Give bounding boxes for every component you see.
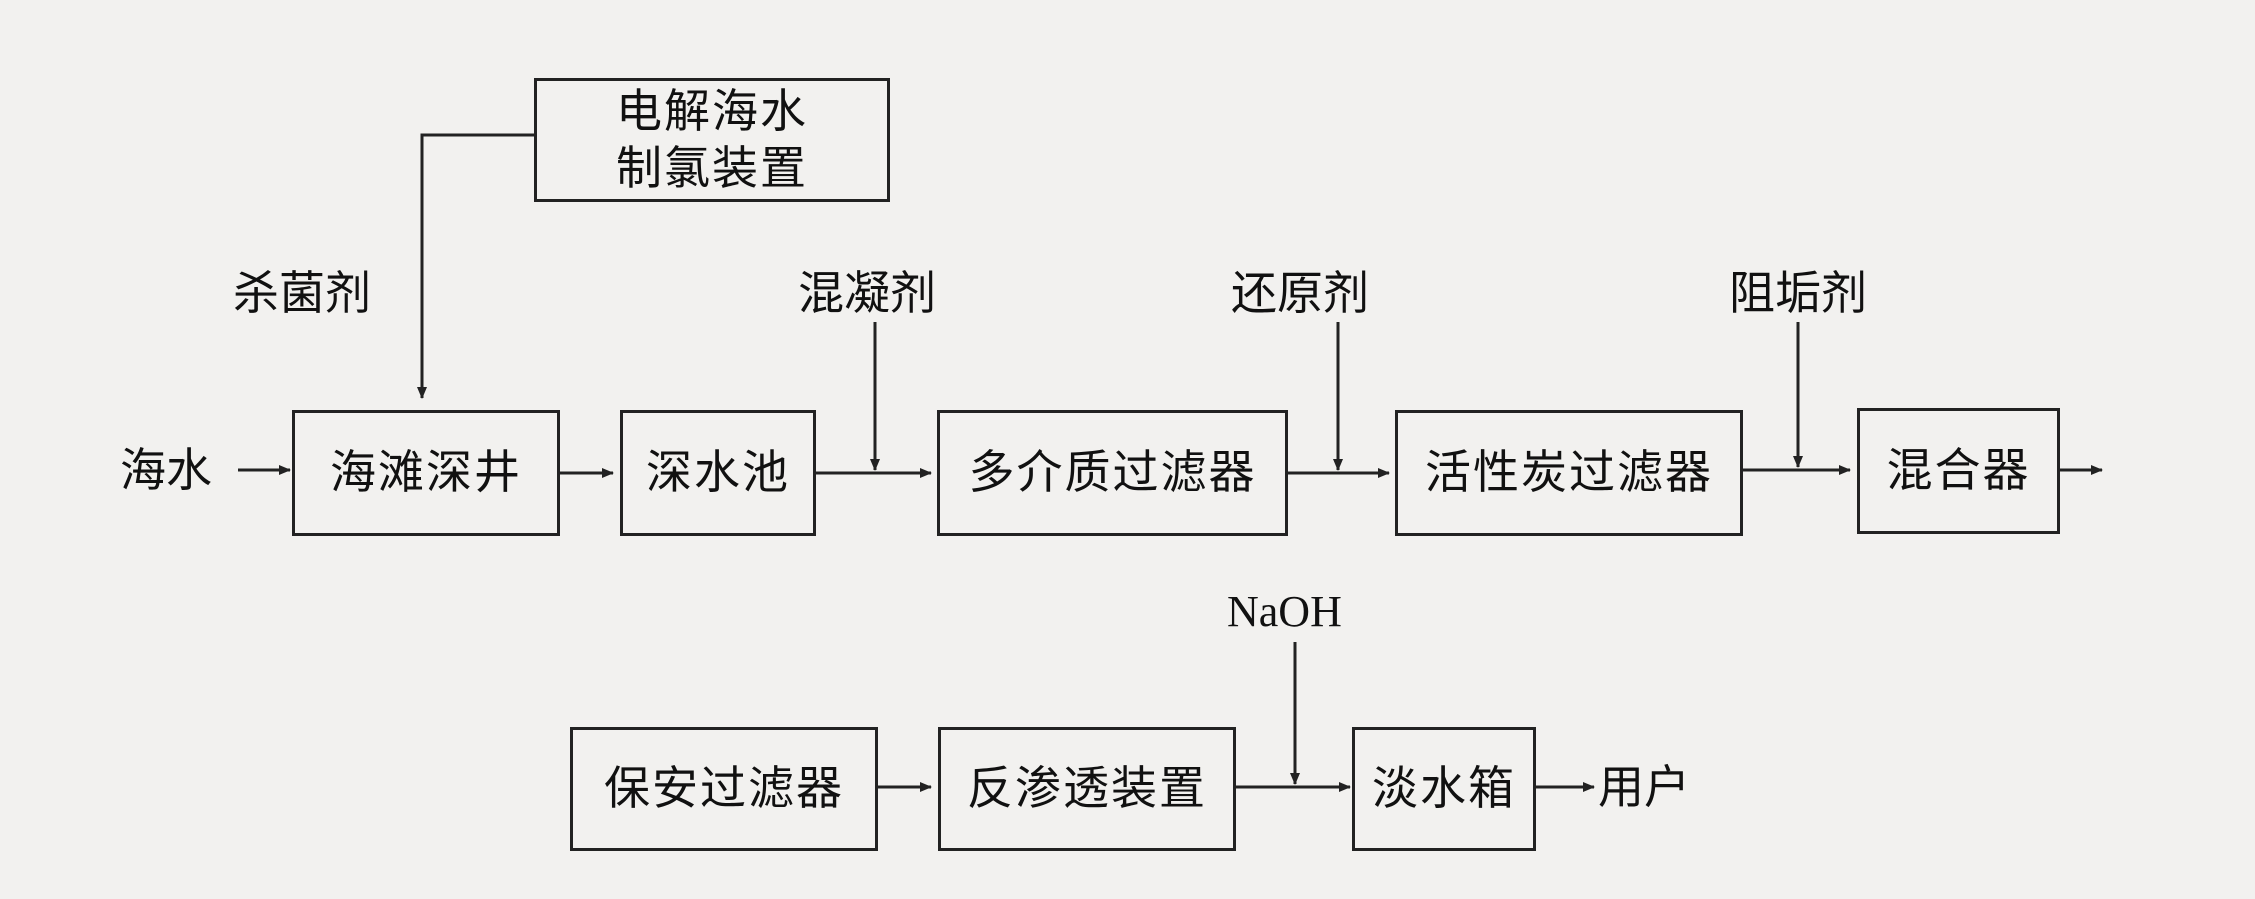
mixer-label: 混合器 (1886, 443, 2031, 498)
coagulant-label: 混凝剂 (798, 266, 936, 320)
sterilizer-label: 杀菌剂 (233, 266, 371, 320)
fresh-water-tank-label: 淡水箱 (1372, 761, 1516, 816)
electrolysis-box-line-2: 制氯装置 (616, 141, 808, 195)
activated-carbon-filter-label: 活性炭过滤器 (1425, 445, 1713, 500)
multimedia-filter-box: 多介质过滤器 (937, 410, 1288, 536)
deep-pool-label: 深水池 (646, 445, 790, 500)
reverse-osmosis-box: 反渗透装置 (938, 727, 1236, 851)
antiscalant-label: 阻垢剂 (1729, 266, 1867, 320)
security-filter-label: 保安过滤器 (604, 761, 844, 816)
naoh-label: NaOH (1227, 587, 1342, 636)
seawater-label: 海水 (120, 443, 212, 497)
reductant-label: 还原剂 (1231, 266, 1369, 320)
electrolysis-box-line-1: 电解海水 (616, 83, 808, 138)
fresh-water-tank-box: 淡水箱 (1352, 727, 1536, 851)
reverse-osmosis-label: 反渗透装置 (967, 761, 1207, 816)
electrolysis-chlorination-box: 电解海水 制氯装置 (534, 78, 890, 202)
security-filter-box: 保安过滤器 (570, 727, 878, 851)
beach-well-box: 海滩深井 (292, 410, 560, 536)
beach-well-label: 海滩深井 (330, 445, 522, 500)
mixer-box: 混合器 (1857, 408, 2060, 534)
deep-pool-box: 深水池 (620, 410, 816, 536)
user-label: 用户 (1598, 760, 1690, 814)
multimedia-filter-label: 多介质过滤器 (968, 445, 1257, 500)
sterilizer-feed-arrow (417, 133, 534, 399)
activated-carbon-filter-box: 活性炭过滤器 (1395, 410, 1743, 536)
